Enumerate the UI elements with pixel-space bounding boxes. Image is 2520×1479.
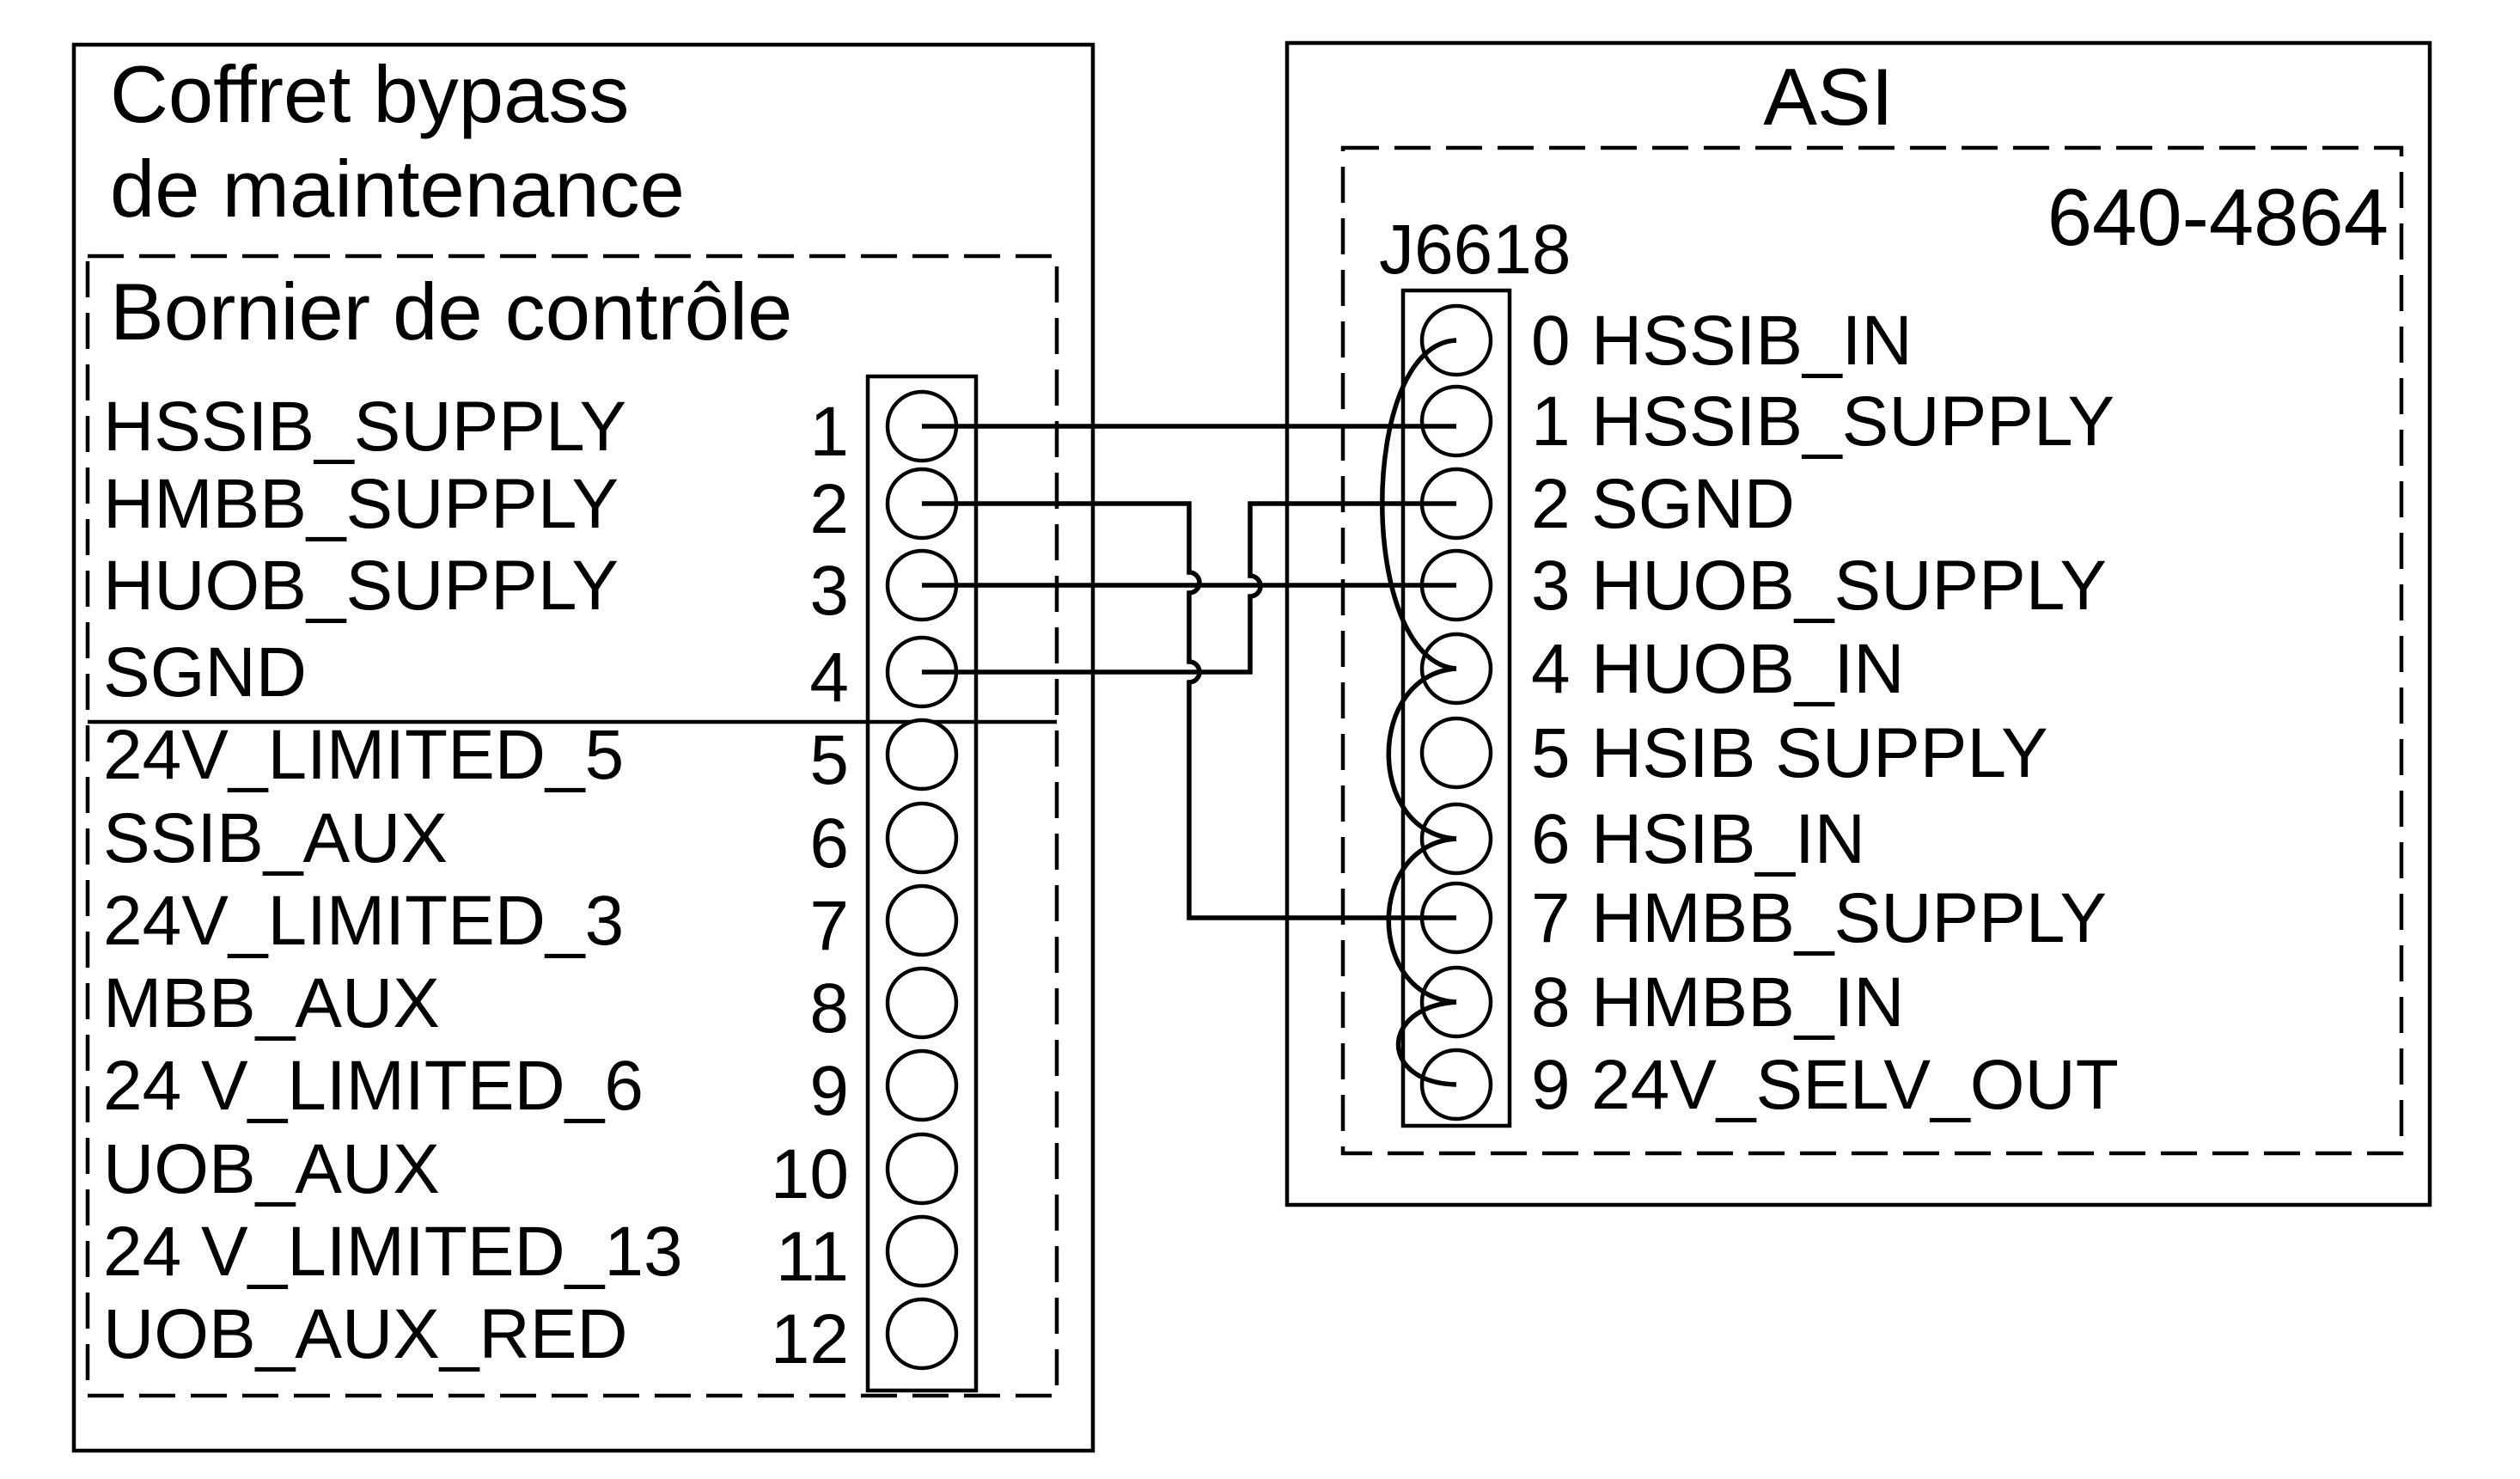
terminal-7-screw [885, 883, 959, 957]
terminal-4-label: SGND [103, 633, 307, 712]
pin-4-number: 4 [1531, 630, 1571, 708]
ups-box [1284, 40, 2432, 1207]
terminal-12-label: UOB_AUX_RED [103, 1295, 628, 1373]
pin-5-label: HSIB SUPPLY [1591, 714, 2048, 792]
control-terminal-block-frame [85, 254, 1059, 1398]
terminal-9-number: 9 [809, 1052, 849, 1130]
pin-1-number: 1 [1531, 382, 1571, 461]
terminal-8-number: 8 [809, 969, 849, 1048]
terminal-6-screw [885, 801, 959, 875]
jumper-0-4 [1380, 338, 1457, 671]
terminal-9-screw [885, 1048, 959, 1122]
bypass-cabinet-title-line2: de maintenance [110, 144, 685, 234]
pin-0-number: 0 [1531, 302, 1571, 380]
pin-0-label: HSSIB_IN [1591, 302, 1913, 380]
pin-9-number: 9 [1531, 1046, 1571, 1124]
pin-3-number: 3 [1531, 547, 1571, 625]
pin-4-label: HUOB_IN [1591, 630, 1905, 708]
pin-1-contact [1419, 384, 1493, 458]
ups-title: ASI [1763, 52, 1894, 142]
terminal-6-number: 6 [809, 804, 849, 883]
pin-6-number: 6 [1531, 800, 1571, 878]
board-id: 640-4864 [2047, 172, 2389, 262]
bypass-cabinet-box [71, 42, 1095, 1453]
pin-2-number: 2 [1531, 465, 1571, 543]
terminal-8-screw [885, 966, 959, 1040]
terminal-6-label: SSIB_AUX [103, 799, 448, 877]
terminal-10-screw [885, 1132, 959, 1206]
terminal-10-label: UOB_AUX [103, 1130, 440, 1208]
pin-6-label: HSIB_IN [1591, 800, 1865, 878]
connector-j6618 [1400, 288, 1512, 1128]
wires [922, 338, 1457, 1087]
left-terminal-strip [865, 374, 979, 1393]
pin-1-label: HSSIB_SUPPLY [1591, 382, 2114, 461]
connector-id: J6618 [1379, 211, 1571, 289]
pin-2-label: SGND [1591, 465, 1795, 543]
jumper-4-6 [1386, 666, 1457, 841]
pin-7-number: 7 [1531, 879, 1571, 957]
terminal-3-label: HUOB_SUPPLY [103, 547, 619, 625]
terminal-1-label: HSSIB_SUPPLY [103, 388, 626, 466]
pin-8-number: 8 [1531, 963, 1571, 1042]
terminal-8-label: MBB_AUX [103, 964, 440, 1042]
control-terminal-block-title: Bornier de contrôle [110, 266, 792, 357]
pin-9-label: 24V_SELV_OUT [1591, 1046, 2119, 1124]
pin-5-contact [1419, 716, 1493, 790]
terminal-12-screw [885, 1297, 959, 1371]
terminal-11-label: 24 V_LIMITED_13 [103, 1213, 683, 1291]
wire-t2-to-pin7 [922, 501, 1456, 920]
terminal-1-number: 1 [809, 393, 849, 471]
wire-t4-to-pin2 [922, 501, 1456, 675]
pin-7-label: HMBB_SUPPLY [1591, 879, 2107, 957]
pin-3-label: HUOB_SUPPLY [1591, 547, 2107, 625]
terminal-4-number: 4 [809, 639, 849, 717]
jumper-6-8 [1386, 836, 1457, 1005]
terminal-5-label: 24V_LIMITED_5 [103, 716, 624, 794]
terminal-11-screw [885, 1214, 959, 1288]
bypass-cabinet-title-line1: Coffret bypass [110, 49, 629, 139]
board-frame [1340, 145, 2404, 1156]
terminal-9-label: 24 V_LIMITED_6 [103, 1047, 644, 1125]
jumper-8-9 [1395, 999, 1457, 1087]
connector-pins: 0 HSSIB_IN 1 HSSIB_SUPPLY 2 SGND 3 HUOB_SUPPLY 4… [1419, 302, 2119, 1124]
terminal-10-number: 10 [771, 1135, 849, 1213]
terminal-12-number: 12 [771, 1300, 849, 1378]
terminal-11-number: 11 [776, 1218, 849, 1296]
terminal-5-screw [885, 718, 959, 791]
pin-5-number: 5 [1531, 714, 1571, 792]
terminal-3-number: 3 [809, 552, 849, 630]
pin-8-label: HMBB_IN [1591, 963, 1905, 1042]
terminal-7-number: 7 [809, 887, 849, 965]
terminal-7-label: 24V_LIMITED_3 [103, 882, 624, 960]
terminal-2-label: HMBB_SUPPLY [103, 465, 619, 543]
terminal-2-number: 2 [809, 470, 849, 548]
terminal-5-number: 5 [809, 721, 849, 799]
